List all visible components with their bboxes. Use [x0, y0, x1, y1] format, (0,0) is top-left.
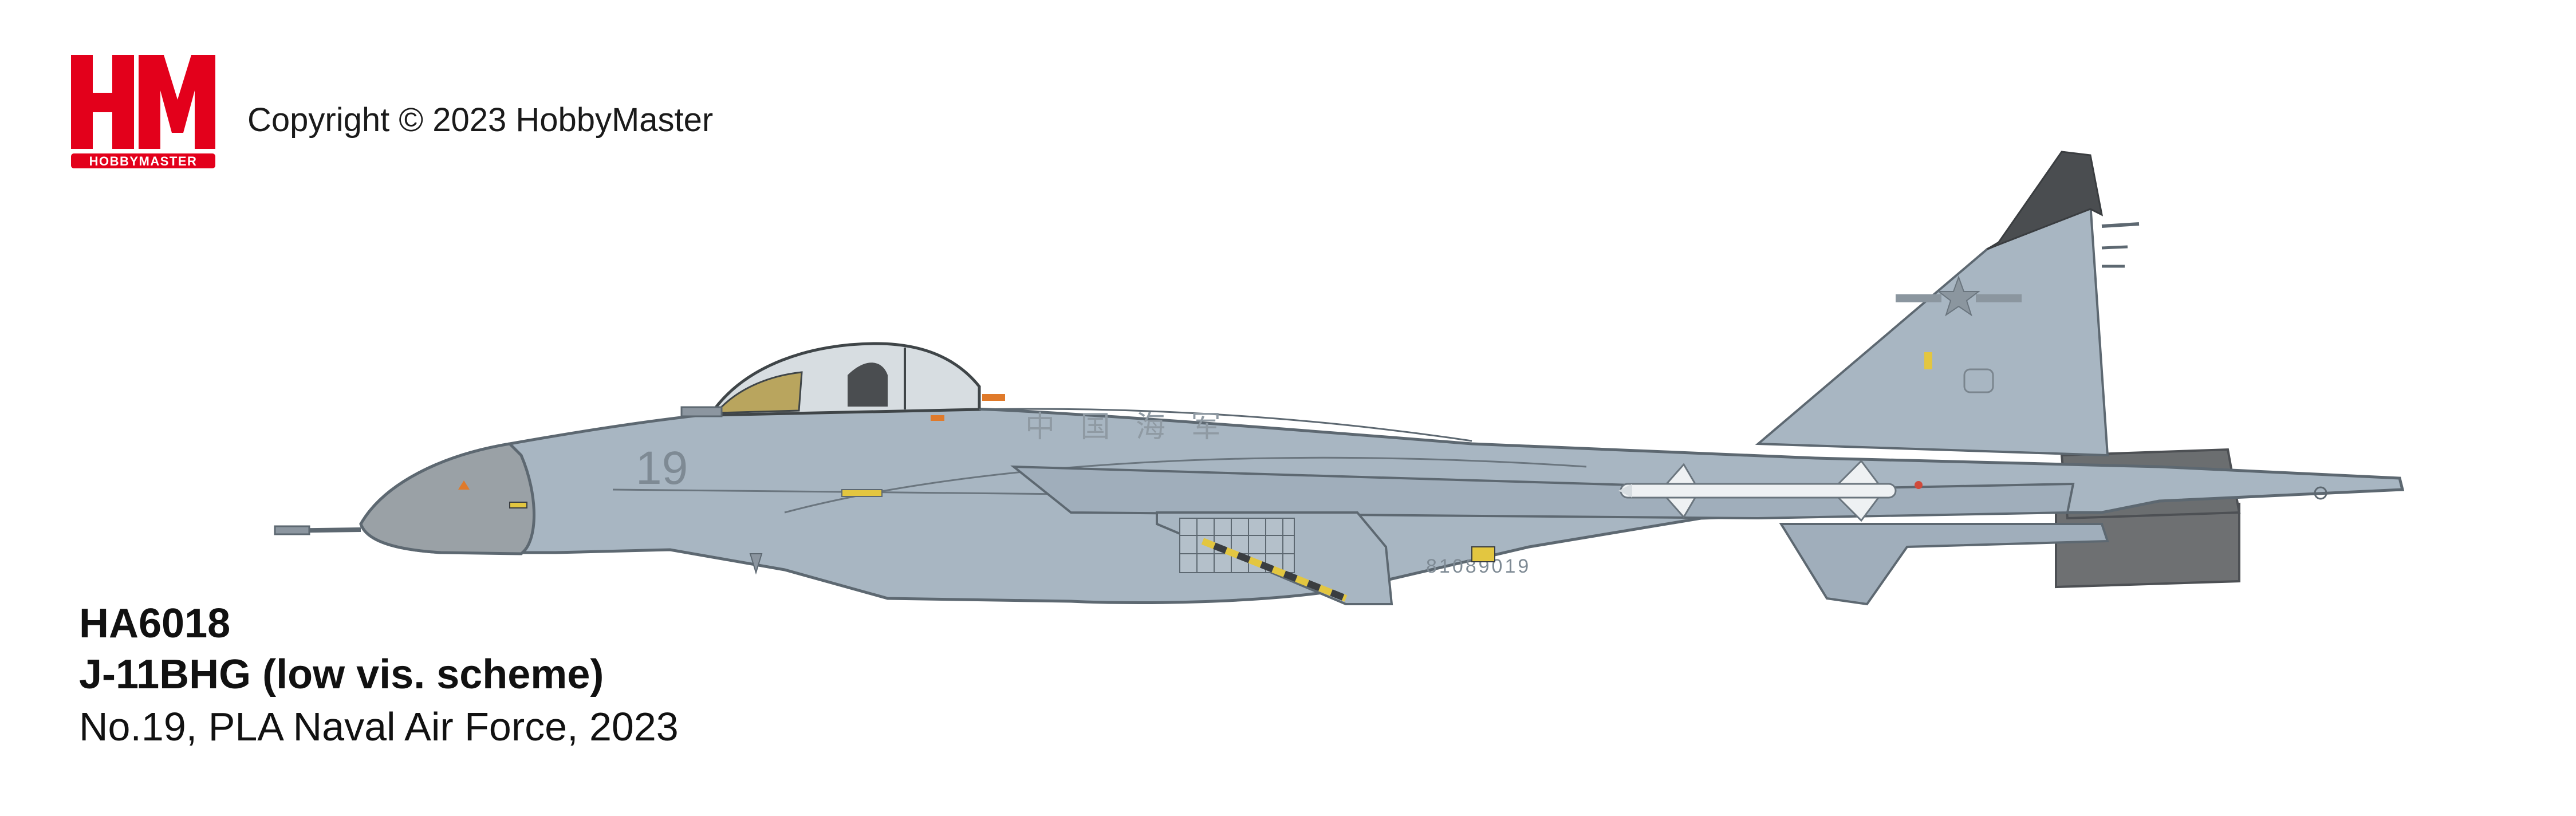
missile-icon: [1618, 459, 1897, 522]
model-caption: HA6018 J-11BHG (low vis. scheme) No.19, …: [79, 598, 679, 753]
nose-number: 19: [636, 442, 688, 494]
j11-aircraft-icon: 19 中 国 海 军 81089019: [274, 151, 2405, 606]
hobbymaster-logo: HOBBYMASTER: [68, 53, 218, 171]
model-description: No.19, PLA Naval Air Force, 2023: [79, 704, 679, 749]
aircraft-profile: 19 中 国 海 军 81089019: [269, 146, 2428, 621]
copyright-text: Copyright © 2023 HobbyMaster: [247, 101, 714, 139]
logo-wordmark: HOBBYMASTER: [89, 154, 198, 168]
fuselage-characters: 中 国 海 军: [1025, 410, 1229, 444]
model-name: J-11BHG (low vis. scheme): [79, 652, 604, 697]
hm-logo-icon: HOBBYMASTER: [71, 55, 215, 168]
model-code: HA6018: [79, 601, 231, 647]
